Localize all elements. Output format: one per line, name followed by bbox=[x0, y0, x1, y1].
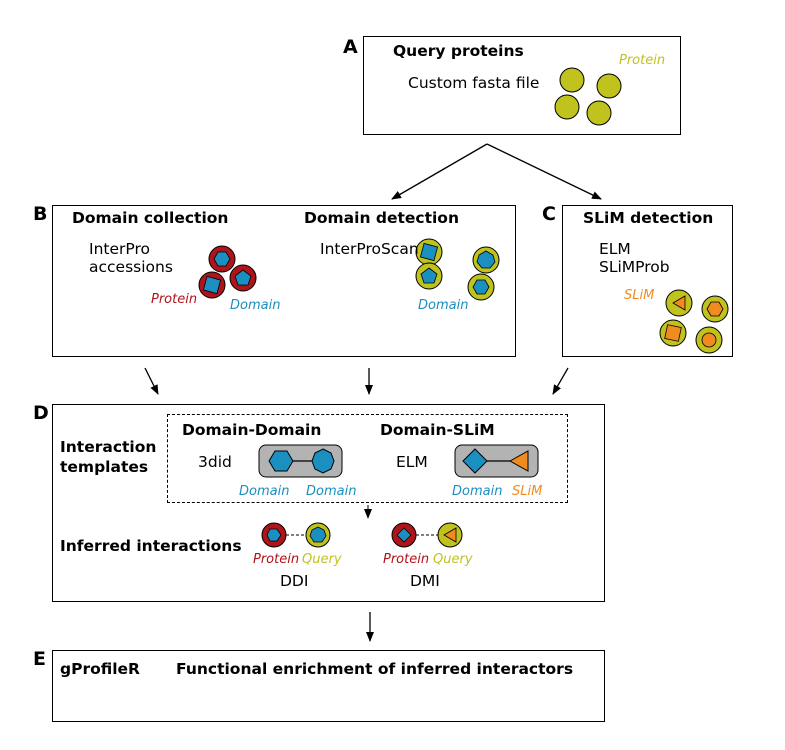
dmi-template-icon bbox=[454, 444, 539, 478]
red-protein-hexagon-domain bbox=[208, 245, 236, 273]
slim-protein-icons bbox=[659, 289, 729, 354]
dmi-template-slim-label: SLiM bbox=[512, 484, 543, 499]
ddi-template-icon bbox=[258, 444, 343, 478]
inferred-dmi-icon bbox=[391, 522, 463, 548]
yellow-protein-hexagon-domain bbox=[467, 273, 495, 301]
slim-protein-circle bbox=[695, 326, 723, 354]
query-protein-circle bbox=[554, 94, 580, 120]
elm-text: ELM bbox=[599, 240, 631, 258]
interaction-templates-label-2: templates bbox=[60, 458, 149, 476]
box-a bbox=[363, 36, 681, 135]
label-a: A bbox=[343, 36, 358, 58]
arrow-a-to-b bbox=[391, 143, 488, 200]
slimprob-text: SLiMProb bbox=[599, 258, 670, 276]
accessions-text: accessions bbox=[89, 258, 173, 276]
functional-enrichment-text: Functional enrichment of inferred intera… bbox=[176, 660, 574, 678]
ddi-caption: DDI bbox=[280, 572, 309, 590]
yellow-protein-heptagon-domain bbox=[472, 246, 500, 274]
slim-protein-hexagon bbox=[701, 295, 729, 323]
domain-slim-title: Domain-SLiM bbox=[380, 421, 495, 439]
domain-collection-title: Domain collection bbox=[72, 209, 229, 227]
protein-label: Protein bbox=[151, 292, 198, 307]
red-protein-pentagon-domain bbox=[229, 264, 257, 292]
yellow-protein-pentagon-domain bbox=[415, 262, 443, 290]
slim-protein-triangle bbox=[665, 289, 693, 317]
templates-dashed-box bbox=[167, 414, 568, 503]
arrows bbox=[144, 143, 602, 642]
dmi-caption: DMI bbox=[410, 572, 440, 590]
gprofiler-label: gProfileR bbox=[60, 660, 140, 678]
domain-domain-title: Domain-Domain bbox=[182, 421, 322, 439]
query-protein-circles bbox=[554, 67, 622, 126]
dmi-protein-label: Protein bbox=[383, 552, 430, 567]
box-e bbox=[52, 650, 605, 722]
domain-hexagon bbox=[268, 450, 294, 472]
domain-diamond bbox=[462, 448, 488, 474]
inferred-ddi-icon bbox=[261, 522, 331, 548]
red-protein-domain-icons bbox=[198, 245, 257, 299]
arrow-b-to-d-left bbox=[144, 367, 159, 395]
elm-template-text: ELM bbox=[396, 453, 428, 471]
label-b: B bbox=[33, 203, 48, 225]
query-protein-circle bbox=[586, 100, 612, 126]
interaction-templates-label-1: Interaction bbox=[60, 438, 157, 456]
query-proteins-title: Query proteins bbox=[393, 42, 524, 60]
yellow-protein-square-domain bbox=[415, 238, 443, 266]
ddi-template-domain-label-1: Domain bbox=[239, 484, 290, 499]
ddi-protein-label: Protein bbox=[253, 552, 300, 567]
box-d bbox=[52, 404, 605, 602]
label-e: E bbox=[33, 648, 46, 670]
custom-fasta-text: Custom fasta file bbox=[408, 74, 540, 92]
slim-label: SLiM bbox=[624, 288, 655, 303]
3did-text: 3did bbox=[198, 453, 232, 471]
inferred-interactions-label: Inferred interactions bbox=[60, 537, 242, 555]
domain-octagon bbox=[311, 448, 335, 474]
slim-protein-square bbox=[659, 319, 687, 347]
query-protein-circle bbox=[559, 67, 585, 93]
domain-label: Domain bbox=[230, 298, 281, 313]
arrow-c-to-d bbox=[552, 367, 569, 395]
ddi-query-label: Query bbox=[302, 552, 342, 567]
dmi-template-domain-label: Domain bbox=[452, 484, 503, 499]
query-protein-label: Protein bbox=[619, 53, 666, 68]
detection-domain-label: Domain bbox=[418, 298, 469, 313]
interproscan-text: InterProScan bbox=[320, 240, 419, 258]
query-protein-circle bbox=[596, 73, 622, 99]
slim-detection-title: SLiM detection bbox=[583, 209, 714, 227]
ddi-template-domain-label-2: Domain bbox=[306, 484, 357, 499]
slim-triangle bbox=[508, 450, 529, 472]
dmi-query-label: Query bbox=[433, 552, 473, 567]
label-d: D bbox=[33, 402, 49, 424]
domain-detection-title: Domain detection bbox=[304, 209, 459, 227]
interpro-text: InterPro bbox=[89, 240, 150, 258]
arrow-a-to-c bbox=[486, 143, 602, 200]
red-protein-square-domain bbox=[198, 271, 226, 299]
label-c: C bbox=[542, 203, 556, 225]
yellow-protein-domain-icons bbox=[415, 238, 500, 301]
